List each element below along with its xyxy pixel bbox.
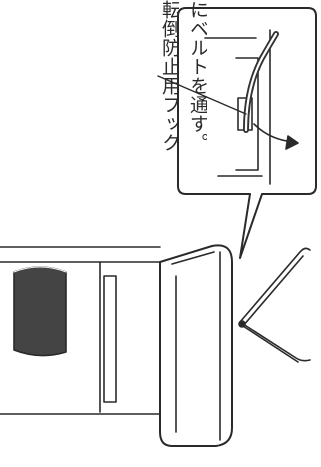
safety-belt: [238, 247, 311, 363]
door-panel: [159, 244, 233, 447]
callout-frame: [177, 7, 317, 259]
belt-upper: [239, 247, 311, 323]
drawer-handle: [103, 275, 117, 403]
cabinet-illustration: [0, 244, 233, 447]
belt-lower-2: [242, 325, 299, 363]
detail-belt-core: [244, 32, 278, 132]
dome-object-highlight: [13, 266, 67, 273]
caption-line-2: にベルトを通す。: [187, 0, 207, 152]
belt-lower: [239, 321, 311, 362]
door-inner-edge: [171, 251, 215, 265]
dome-object: [13, 266, 67, 357]
pointer-line: [157, 75, 247, 115]
caption-line-1: 転倒防止用フック: [159, 0, 179, 152]
belt-upper-2: [242, 255, 304, 327]
detail-arrow-head: [285, 135, 299, 150]
belt-anchor: [238, 320, 246, 328]
detail-hook-plate: [235, 57, 259, 171]
hook-detail-callout: [157, 7, 317, 259]
